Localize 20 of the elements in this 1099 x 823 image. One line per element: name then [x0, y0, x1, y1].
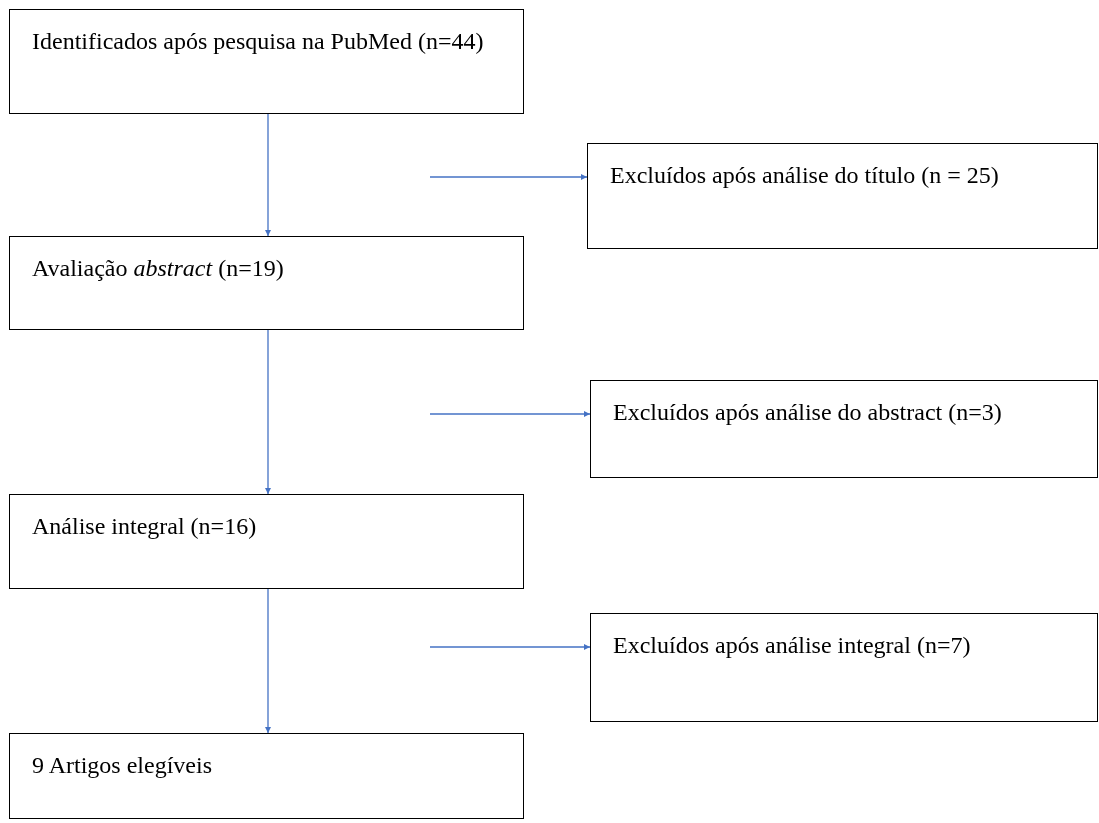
process-box: [9, 236, 524, 330]
arrow: [264, 588, 272, 734]
box-text: Excluídos após análise do abstract (n=3): [613, 398, 1003, 427]
box-text: Identificados após pesquisa na PubMed (n=44): [32, 27, 485, 56]
process-box: [9, 9, 524, 114]
process-box: [590, 613, 1098, 722]
process-box: [590, 380, 1098, 478]
arrow: [264, 113, 272, 237]
arrow: [429, 643, 591, 651]
arrow: [429, 410, 591, 418]
box-text: Avaliação abstract (n=19): [32, 254, 285, 283]
arrow: [264, 329, 272, 495]
process-box: [9, 494, 524, 589]
box-text: Excluídos após análise integral (n=7): [613, 631, 972, 660]
arrow: [429, 173, 588, 181]
box-text: Excluídos após análise do título (n = 25): [610, 161, 1000, 190]
process-box: [9, 733, 524, 819]
process-box: [587, 143, 1098, 249]
box-text: Análise integral (n=16): [32, 512, 258, 541]
box-text: 9 Artigos elegíveis: [32, 751, 213, 780]
